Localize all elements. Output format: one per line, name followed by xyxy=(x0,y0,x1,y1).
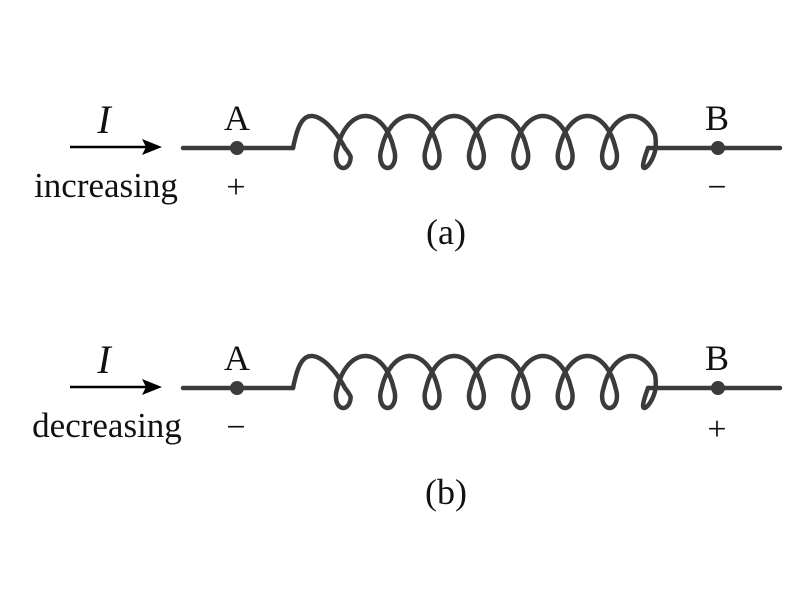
caption-a: (a) xyxy=(426,212,466,252)
terminal-label-b2: B xyxy=(705,338,729,378)
inductor-coil-a xyxy=(290,113,658,171)
current-symbol-a: I xyxy=(96,97,112,142)
terminal-node-a2 xyxy=(230,381,244,395)
terminal-node-a1 xyxy=(230,141,244,155)
terminal-node-b2 xyxy=(711,381,725,395)
terminal-label-a1: A xyxy=(224,98,250,138)
polarity-a2: − xyxy=(226,409,245,446)
polarity-b1: − xyxy=(707,169,726,206)
current-symbol-b: I xyxy=(96,337,112,382)
polarity-a1: + xyxy=(226,169,245,206)
terminal-node-b1 xyxy=(711,141,725,155)
current-state-b: decreasing xyxy=(32,406,182,445)
current-arrow-b xyxy=(70,379,162,395)
terminal-label-b1: B xyxy=(705,98,729,138)
current-arrow-a xyxy=(70,139,162,155)
terminal-label-a2: A xyxy=(224,338,250,378)
panel-a: I increasing A B + − (a) xyxy=(34,97,783,252)
inductor-coil-b xyxy=(290,353,658,411)
panel-b: I decreasing A B − + (b) xyxy=(32,337,783,512)
current-state-a: increasing xyxy=(34,166,178,205)
caption-b: (b) xyxy=(425,472,467,512)
polarity-b2: + xyxy=(707,411,726,448)
